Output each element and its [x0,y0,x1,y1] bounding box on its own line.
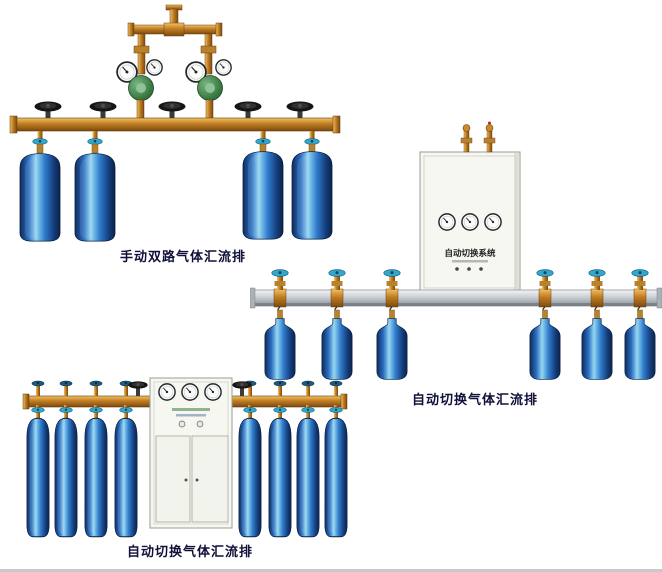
gas-cylinder [529,318,561,380]
gas-cylinder [54,417,78,538]
top-tee-piping [127,4,223,75]
cyan-handwheel-icon [631,269,649,277]
cyan-handwheel-icon [119,407,133,413]
gas-cylinder [581,318,613,380]
cyan-handwheel-icon [273,407,287,413]
rail-fittings [271,269,649,308]
pressure-gauge-icon [158,383,176,401]
control-cabinet: 自动切换系统 [419,151,521,293]
gas-cylinder [624,318,656,380]
cyan-handwheel-icon [301,407,315,413]
cyan-handwheel-icon [87,138,103,145]
gas-cylinder [268,417,292,538]
gas-cylinder [296,417,320,538]
control-cabinet [149,377,233,529]
gas-cylinder [376,318,408,380]
manual-dual-manifold-figure [0,0,350,268]
pressure-gauge-icon [484,213,502,231]
cyan-handwheel-icon [588,269,606,277]
pressure-gauge-icon [461,213,479,231]
valve-knob-icon [462,124,471,132]
cyan-handwheel-icon [243,407,257,413]
gas-cylinder [324,417,348,538]
cyan-handwheel-icon [536,269,554,277]
gas-bottles-group [264,309,656,380]
cyan-handwheel-icon [383,269,401,277]
gas-cylinder [26,417,50,538]
valve-tip [488,121,491,125]
pressure-gauge-icon [215,59,232,76]
bottom-divider [0,569,662,572]
indicator-dot [479,267,483,271]
product-caption: 自动切换气体汇流排 [411,393,538,408]
manifold-rail [250,287,662,309]
valve-handwheel-icon [158,101,186,112]
cyan-handwheel-icon [271,269,289,277]
control-knob-icon [196,420,204,428]
gas-cylinders-group [26,405,348,538]
cabinet-top-valves [460,121,496,153]
cyan-handwheel-icon [59,407,73,413]
gas-cylinder [84,417,108,538]
cabinet-text-line [176,414,206,417]
cyan-handwheel-icon [328,269,346,277]
pressure-regulator-left [116,59,163,120]
pressure-gauge-icon [181,383,199,401]
indicator-dot [467,267,471,271]
main-header-pipe [9,115,341,134]
pressure-gauge-icon [204,383,222,401]
valve-handwheel-icon [234,101,262,112]
cabinet-label: 自动切换系统 [444,248,496,259]
gas-cylinder [321,318,353,380]
control-knob-icon [178,420,186,428]
gas-cylinder [74,153,116,242]
cyan-handwheel-icon [31,407,45,413]
gas-cylinder [19,153,61,242]
valve-handwheel-icon [232,381,252,389]
door-handle [195,478,199,482]
valve-handwheel-icon [128,381,148,389]
cabinet-subtitle-line [452,260,488,263]
cyan-handwheel-icon [329,407,343,413]
auto-switch-wall-figure: 自动切换系统 [250,118,662,410]
pigtail-hoses [277,306,643,320]
pipe-top-valves [31,380,343,396]
valve-handwheel-icon [34,101,62,112]
valve-knob-icon [485,124,494,132]
auto-switch-floor-figure [18,372,350,550]
product-caption: 自动切换气体汇流排 [126,545,253,560]
manual-valve-handwheels [34,101,314,118]
gas-cylinder [238,417,262,538]
cyan-handwheel-icon [32,138,48,145]
cyan-handwheel-icon [89,407,103,413]
indicator-dot [455,267,459,271]
manual-valve-handwheels [128,381,252,396]
cabinet-door-left [155,435,191,523]
pressure-gauge-icon [438,213,456,231]
gas-cylinder [114,417,138,538]
valve-handwheel-icon [286,101,314,112]
cylinder-drop-valves [32,131,320,154]
cabinet-text-line [172,408,210,411]
gas-cylinder [264,318,296,380]
product-caption: 手动双路气体汇流排 [119,250,246,265]
pressure-gauge-icon [146,59,163,76]
door-handle [184,478,188,482]
valve-handwheel-icon [89,101,117,112]
